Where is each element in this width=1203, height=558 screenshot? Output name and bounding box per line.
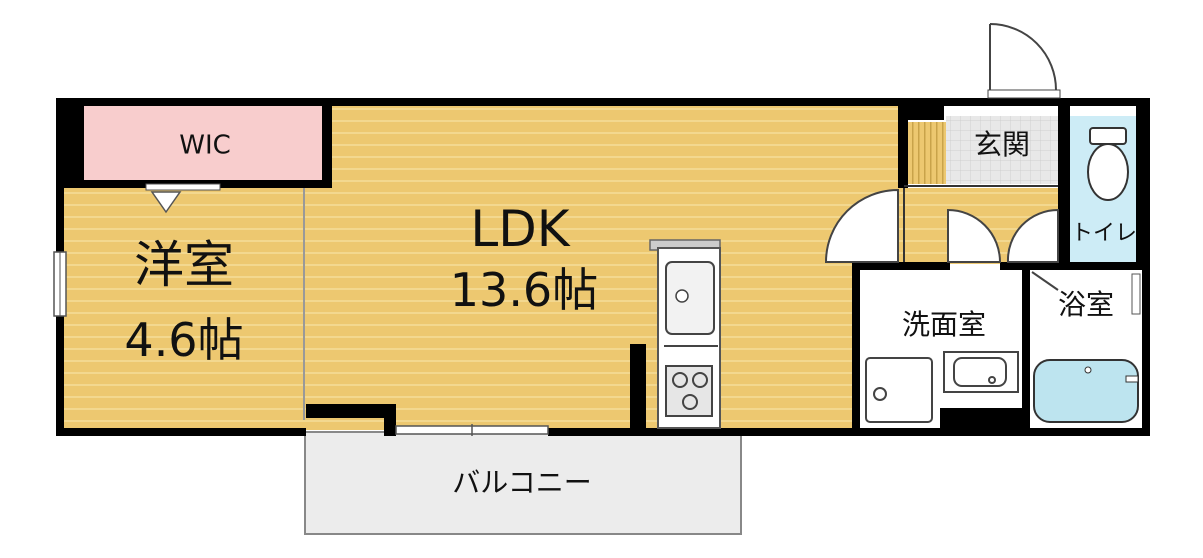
washroom-door — [947, 208, 1002, 263]
washing-machine-icon — [865, 357, 933, 423]
western-room-size: 4.6帖 — [124, 313, 243, 367]
bathroom-label: 浴室 — [1058, 288, 1114, 321]
wic-area — [84, 104, 326, 184]
entrance-door — [987, 23, 1061, 99]
ldk-name: LDK — [470, 200, 570, 258]
wic-label: WIC — [179, 131, 231, 161]
western-room-name: 洋室 — [134, 236, 234, 294]
balcony-label: バルコニー — [452, 466, 591, 499]
bath-door — [1031, 271, 1059, 291]
bathtub-icon — [1033, 359, 1139, 423]
vanity-sink-icon — [943, 351, 1019, 393]
toilet-door — [1006, 208, 1059, 263]
door-arrow-icon — [150, 191, 182, 214]
ldk-door — [824, 188, 899, 263]
wic-door — [145, 183, 221, 191]
entrance-step — [908, 122, 946, 184]
toilet-icon — [1087, 127, 1129, 201]
kitchen-counter — [649, 239, 721, 429]
washroom-label: 洗面室 — [902, 308, 986, 341]
bath-faucet-icon — [1131, 273, 1141, 315]
ldk-floor — [304, 104, 898, 430]
sink-icon — [665, 261, 715, 335]
western-room-floor — [60, 187, 304, 430]
entrance-label: 玄関 — [974, 128, 1030, 161]
entrance-area — [946, 116, 1060, 184]
toilet-label: トイレ — [1071, 221, 1137, 246]
balcony-area — [304, 431, 742, 535]
ldk-size: 13.6帖 — [450, 263, 598, 317]
